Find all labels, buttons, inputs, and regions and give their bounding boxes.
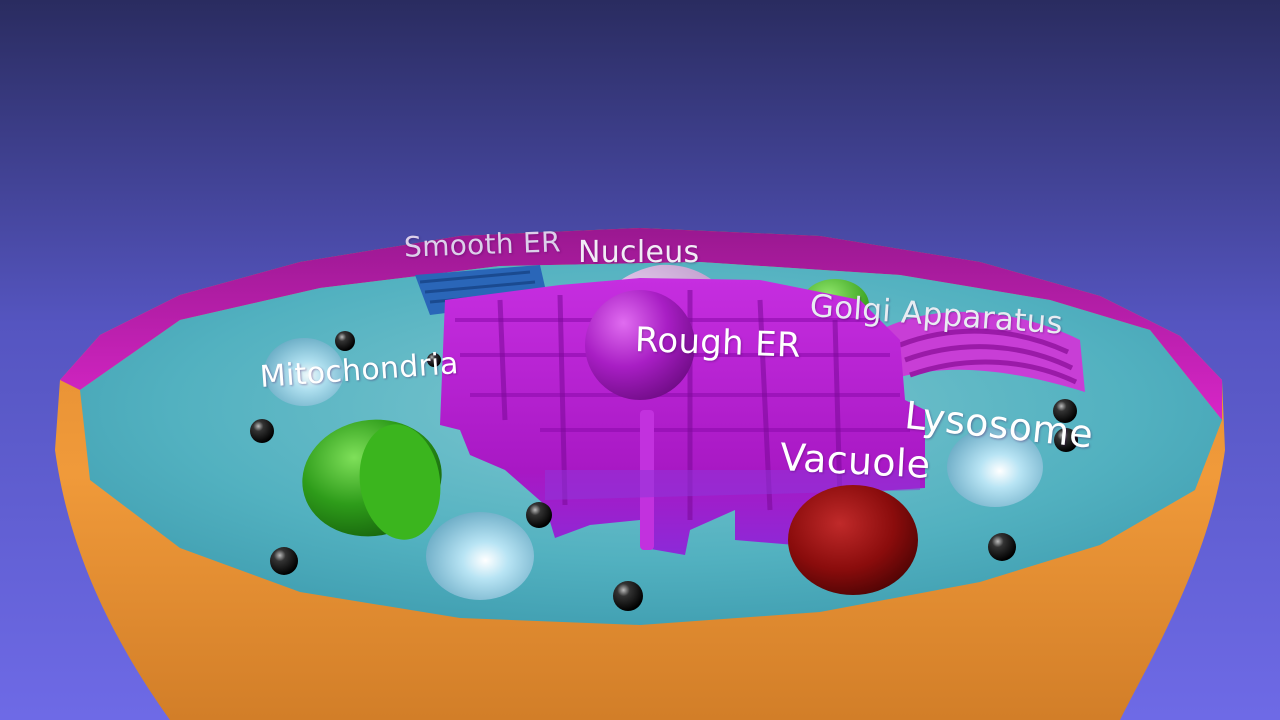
lysosome-3 — [264, 338, 344, 406]
lysosome-2 — [426, 512, 534, 600]
mitochondria — [302, 419, 442, 540]
golgi-apparatus — [880, 311, 1085, 392]
nucleolus — [585, 290, 695, 400]
lysosome — [947, 427, 1043, 507]
label-rough-er: Rough ER — [634, 320, 802, 366]
label-smooth-er: Smooth ER — [403, 225, 562, 264]
cell-inner-wall — [60, 228, 1222, 420]
label-vacuole: Vacuole — [778, 435, 932, 487]
label-nucleus: Nucleus — [578, 235, 700, 270]
ribosomes — [250, 331, 1078, 611]
vacuole — [788, 485, 918, 595]
